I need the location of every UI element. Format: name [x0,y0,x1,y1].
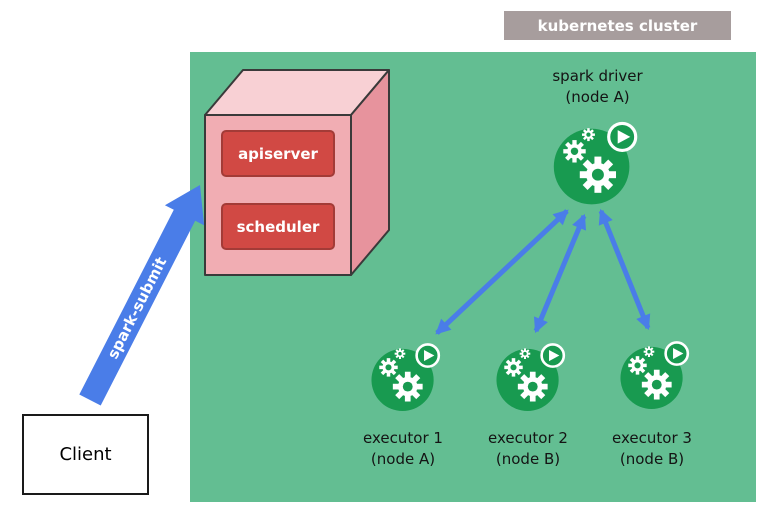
gear-play-icon [554,123,636,204]
gear-play-icon [496,344,563,411]
apiserver-box: apiserver [221,130,335,177]
executor-3-pod-icon [619,338,693,412]
spark-driver-label: spark driver (node A) [515,66,680,108]
spark-submit-arrow [79,185,205,406]
executor-2-pod-icon [495,340,569,414]
executor-3-title: executor 3 [612,429,692,447]
gear-play-icon [371,344,438,411]
executor-3-label: executor 3 (node B) [587,428,717,470]
spark-driver-pod-icon [552,118,642,208]
executor-1-pod-icon [370,340,444,414]
spark-submit-label: spark-submit [104,254,171,362]
executor-1-title: executor 1 [363,429,443,447]
executor-1-label: executor 1 (node A) [338,428,468,470]
kubernetes-cluster-badge: kubernetes cluster [504,11,731,40]
gear-play-icon [620,342,687,409]
executor-3-node: (node B) [619,450,685,468]
spark-driver-title: spark driver [552,67,643,85]
client-label: Client [59,444,112,465]
executor-2-label: executor 2 (node B) [463,428,593,470]
executor-1-node: (node A) [370,450,436,468]
executor-2-title: executor 2 [488,429,568,447]
spark-driver-node: (node A) [565,88,630,106]
executor-2-node: (node B) [495,450,561,468]
scheduler-box: scheduler [221,203,335,250]
client-box: Client [22,414,149,495]
